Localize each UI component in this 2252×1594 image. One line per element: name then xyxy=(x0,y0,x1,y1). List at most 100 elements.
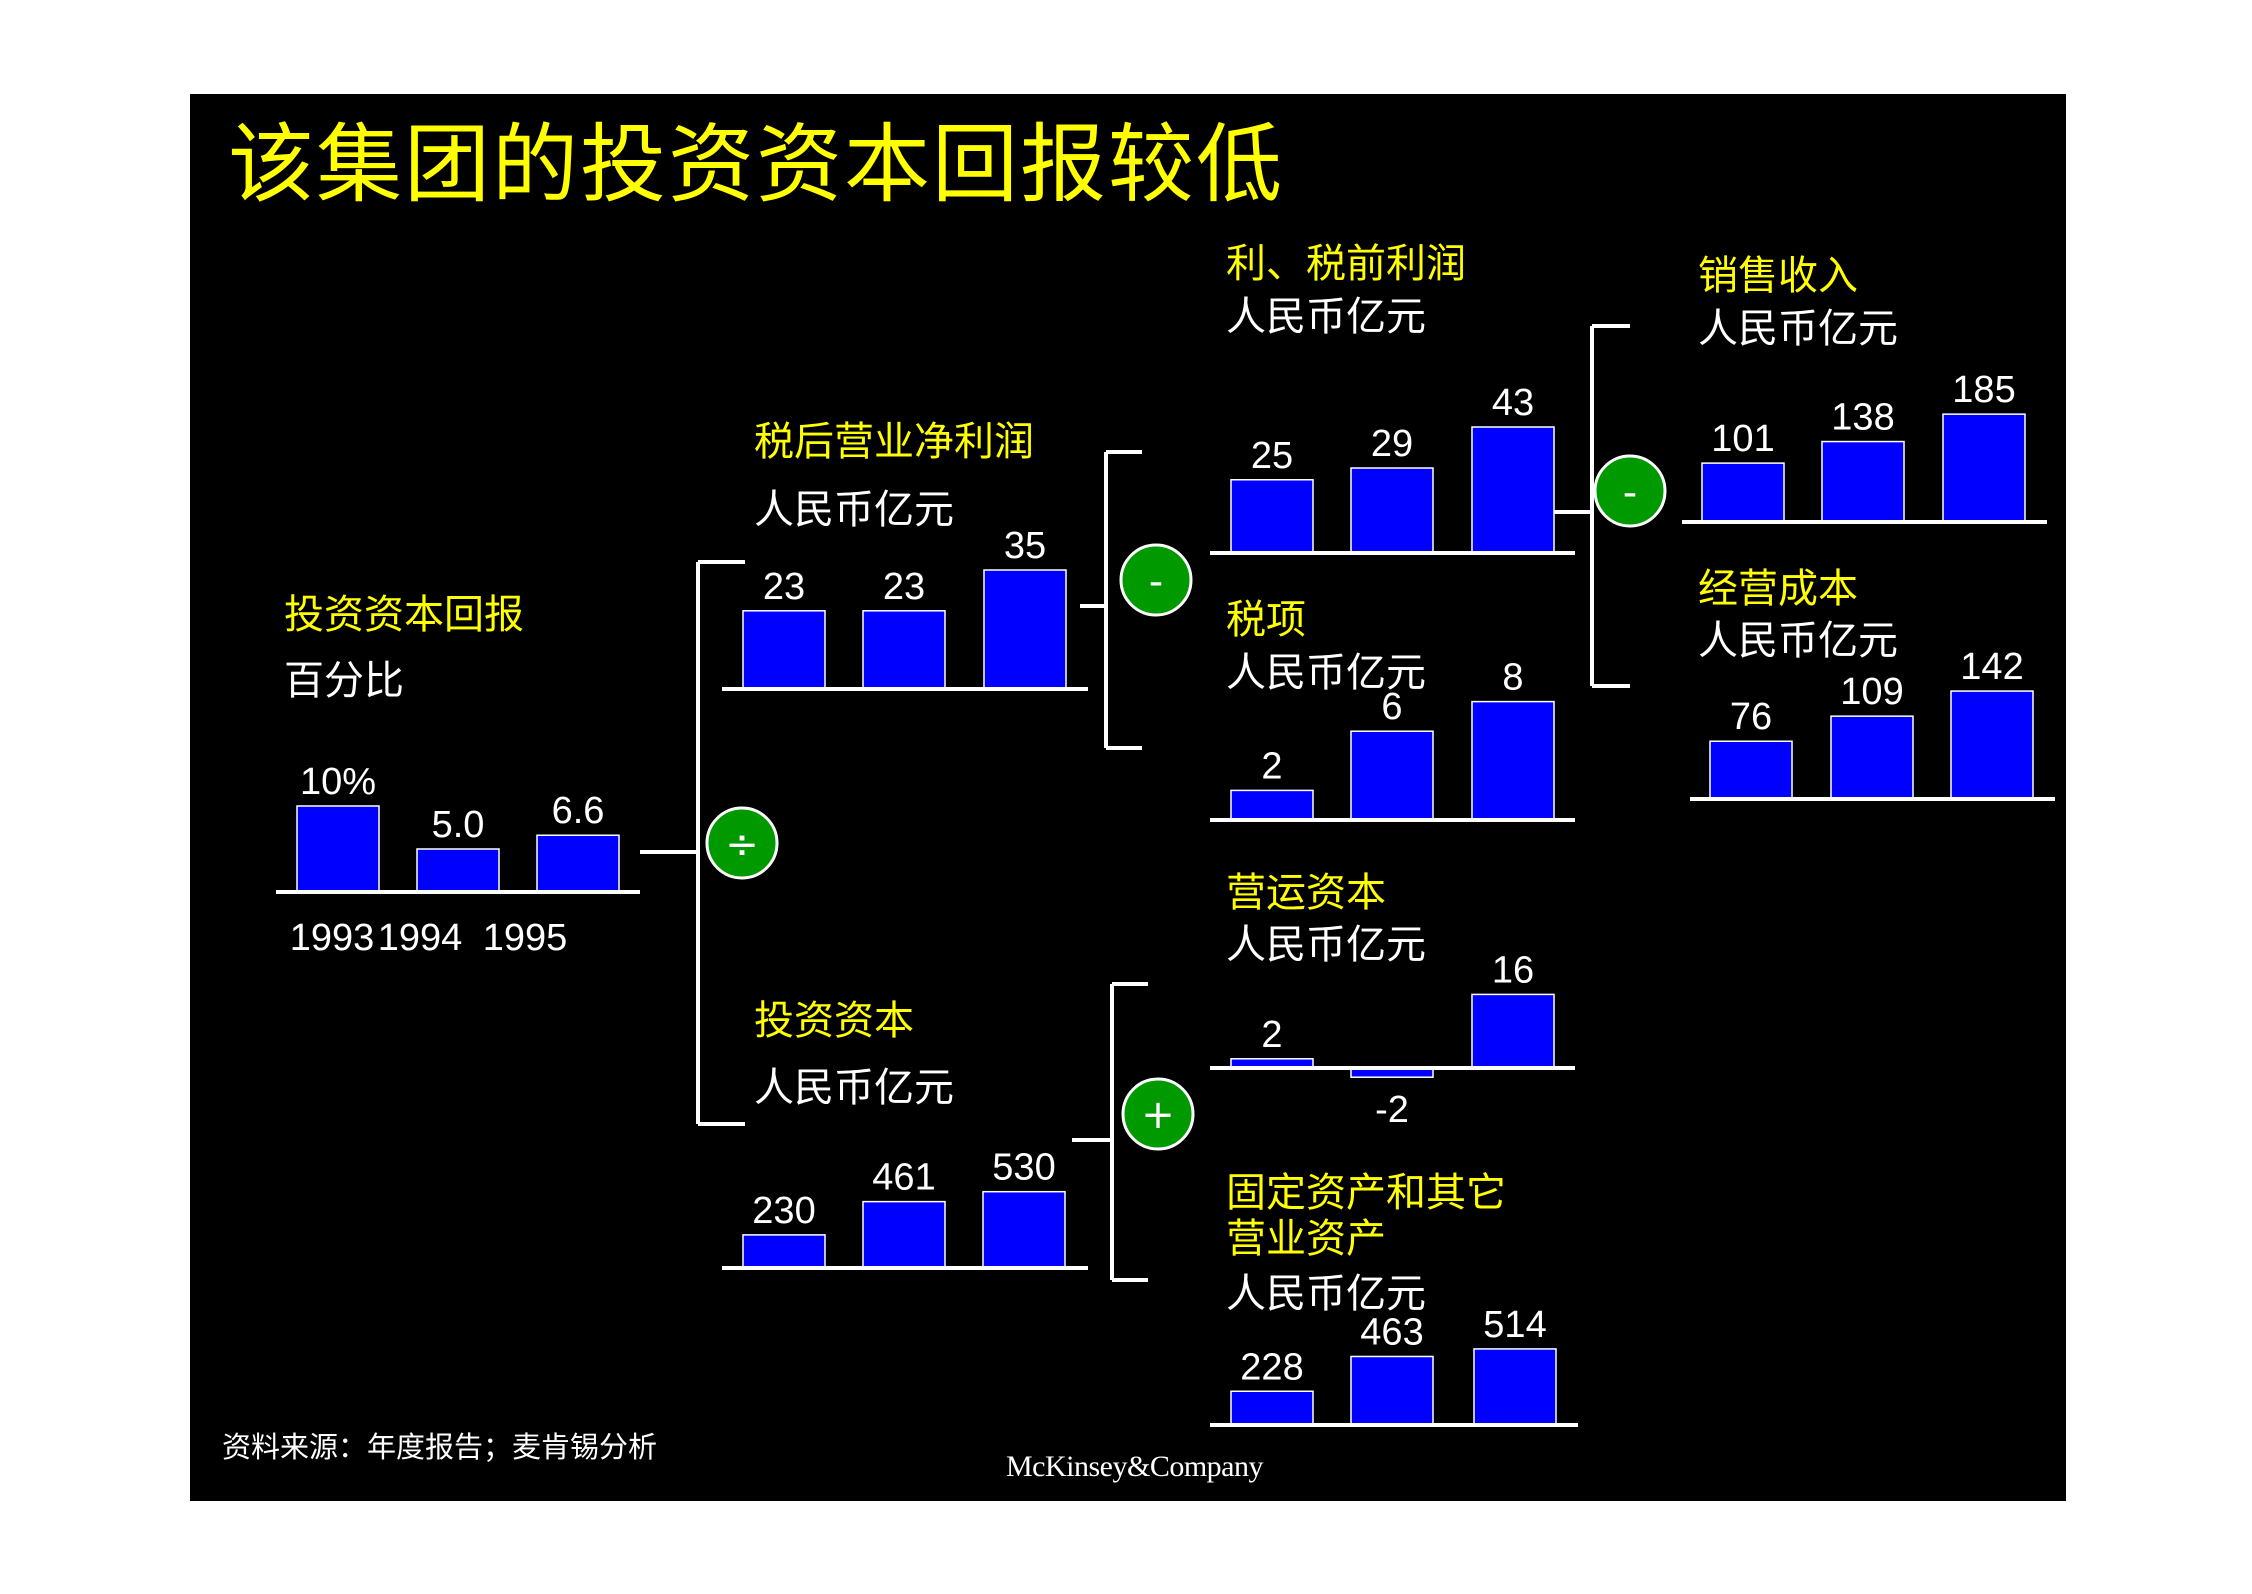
operating-cost-chart: 76 109 142 xyxy=(1690,646,2055,801)
tick-label: 1995 xyxy=(483,917,568,959)
data-label: 35 xyxy=(1004,525,1046,567)
data-label: 2 xyxy=(1261,745,1282,787)
divide-circle xyxy=(705,806,779,880)
bar xyxy=(982,1190,1066,1269)
data-label: 514 xyxy=(1483,1304,1546,1346)
working-capital-unit: 人民币亿元 xyxy=(1226,922,1426,968)
operator-minus-ebit: - xyxy=(1593,454,1667,528)
data-label: 142 xyxy=(1960,646,2023,688)
data-label: 23 xyxy=(763,566,805,608)
minus-circle-nopat xyxy=(1119,543,1193,617)
bar xyxy=(1942,413,2026,523)
data-label: 29 xyxy=(1371,423,1413,465)
bar xyxy=(1230,479,1314,554)
working-capital-title: 营运资本 xyxy=(1226,870,1386,916)
invested-capital-chart: 230 461 530 xyxy=(722,1147,1088,1270)
nopat-unit: 人民币亿元 xyxy=(754,487,954,533)
operating-cost-unit: 人民币亿元 xyxy=(1698,618,1898,664)
minus-circle-ebit xyxy=(1593,454,1667,528)
nopat-chart: 23 23 35 xyxy=(722,525,1088,691)
divide-symbol: ÷ xyxy=(725,822,759,868)
data-label: 10% xyxy=(300,761,376,803)
ebit-unit: 人民币亿元 xyxy=(1226,294,1426,340)
ebit-chart: 25 29 43 xyxy=(1210,382,1575,555)
operating-cost-title: 经营成本 xyxy=(1698,566,1858,612)
data-label: 43 xyxy=(1492,382,1534,424)
footer-brand: McKinsey&Company xyxy=(1006,1450,1263,1483)
bar xyxy=(1471,700,1555,821)
taxes-chart: 2 6 8 xyxy=(1210,657,1575,822)
data-label: 16 xyxy=(1492,949,1534,991)
revenue-chart: 101 138 185 xyxy=(1682,369,2047,524)
bar xyxy=(742,1234,826,1269)
invested-capital-unit: 人民币亿元 xyxy=(754,1065,954,1111)
data-label: 101 xyxy=(1711,418,1774,460)
bar xyxy=(862,1200,946,1269)
revenue-unit: 人民币亿元 xyxy=(1698,306,1898,352)
nopat-title: 税后营业净利润 xyxy=(754,419,1034,465)
data-label: 463 xyxy=(1360,1311,1423,1353)
data-label: 109 xyxy=(1840,671,1903,713)
bracket-divide xyxy=(696,560,745,1126)
bracket-plus xyxy=(1110,982,1148,1282)
data-label: 5.0 xyxy=(432,804,485,846)
bar xyxy=(1709,740,1793,800)
data-label: 6.6 xyxy=(552,790,605,832)
roic-title: 投资资本回报 xyxy=(284,592,524,638)
plus-circle xyxy=(1121,1077,1195,1151)
tick-label: 1993 xyxy=(290,917,375,959)
taxes-title: 税项 xyxy=(1226,597,1306,643)
data-label: 8 xyxy=(1502,657,1523,699)
bar xyxy=(1350,1355,1434,1426)
data-label: 76 xyxy=(1730,696,1772,738)
bar xyxy=(416,848,500,893)
data-label: 185 xyxy=(1952,369,2015,411)
data-label: 230 xyxy=(752,1190,815,1232)
data-label: 138 xyxy=(1831,397,1894,439)
plus-symbol: + xyxy=(1141,1092,1175,1138)
data-label: 2 xyxy=(1261,1014,1282,1056)
fixed-assets-chart: 228 463 514 xyxy=(1210,1304,1578,1427)
minus-symbol-ebit: - xyxy=(1623,470,1637,516)
bar xyxy=(296,805,380,893)
bar xyxy=(1230,1390,1314,1426)
bar xyxy=(742,610,826,690)
minus-symbol-nopat: - xyxy=(1149,559,1163,605)
data-label: -2 xyxy=(1375,1089,1409,1131)
footer-source: 资料来源：年度报告；麦肯锡分析 xyxy=(222,1430,658,1464)
fixed-assets-unit: 人民币亿元 xyxy=(1226,1271,1426,1317)
ebit-title: 利、税前利润 xyxy=(1226,241,1466,287)
tree-connectors xyxy=(640,324,1630,1282)
bar xyxy=(1473,1348,1557,1426)
data-label: 461 xyxy=(872,1157,935,1199)
bar xyxy=(1350,467,1434,554)
operator-minus-nopat: - xyxy=(1119,543,1193,617)
data-label: 530 xyxy=(992,1147,1055,1189)
bar xyxy=(1471,426,1555,554)
bracket-minus-ebit xyxy=(1590,324,1630,688)
revenue-title: 销售收入 xyxy=(1698,253,1858,299)
operator-divide: ÷ xyxy=(705,806,779,880)
page-title: 该集团的投资资本回报较低 xyxy=(228,115,1284,215)
bar xyxy=(1950,690,2034,800)
bar xyxy=(983,569,1067,690)
bar xyxy=(1701,462,1785,523)
data-label: 6 xyxy=(1381,686,1402,728)
data-label: 228 xyxy=(1240,1346,1303,1388)
invested-capital-title: 投资资本 xyxy=(754,998,914,1044)
roic-unit: 百分比 xyxy=(284,658,404,704)
bar xyxy=(1350,730,1434,821)
working-capital-chart: 2 -2 16 xyxy=(1210,949,1575,1131)
bar xyxy=(1230,789,1314,821)
bar xyxy=(862,610,946,690)
data-label: 23 xyxy=(883,566,925,608)
fixed-assets-title: 固定资产和其它 营业资产 xyxy=(1226,1170,1506,1262)
taxes-unit: 人民币亿元 xyxy=(1226,650,1426,696)
bar xyxy=(1471,993,1555,1069)
bar xyxy=(1821,440,1905,523)
bar xyxy=(1830,715,1914,800)
data-label: 25 xyxy=(1251,435,1293,477)
